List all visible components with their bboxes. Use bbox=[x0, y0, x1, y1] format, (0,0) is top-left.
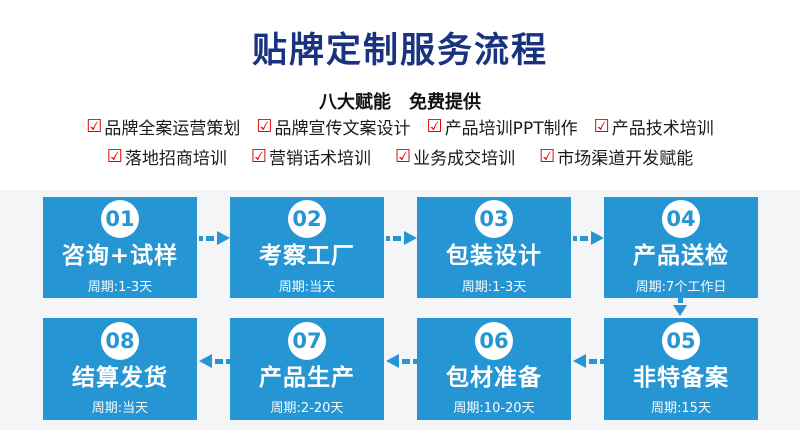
step-number-badge: 08 bbox=[101, 321, 139, 360]
step-period: 周期:1-3天 bbox=[87, 279, 153, 295]
benefit-item: ☑ 市场渠道开发赋能 bbox=[539, 144, 693, 169]
step-number: 02 bbox=[292, 207, 322, 232]
arrow-right-icon bbox=[199, 231, 230, 245]
benefit-label: 品牌宣传文案设计 bbox=[274, 119, 411, 139]
flow-section: 01 咨询+试样 周期:1-3天 02 考察工厂 周期:当天 03 包装设计 周… bbox=[0, 190, 800, 430]
step-number-badge: 01 bbox=[101, 200, 139, 239]
arrow-left-icon bbox=[386, 354, 417, 368]
benefit-item: ☑ 产品培训PPT制作 bbox=[427, 114, 578, 139]
flow-step-box-05: 05 非特备案 周期:15天 bbox=[604, 318, 758, 420]
step-label: 考察工厂 bbox=[259, 243, 355, 270]
checkbox-icon: ☑ bbox=[86, 115, 103, 137]
benefit-item: ☑ 业务成交培训 bbox=[395, 144, 515, 169]
step-label: 咨询+试样 bbox=[61, 243, 179, 270]
step-label: 结算发货 bbox=[72, 364, 168, 391]
step-period: 周期:当天 bbox=[278, 279, 336, 295]
checkbox-icon: ☑ bbox=[426, 115, 443, 137]
step-period: 周期:7个工作日 bbox=[635, 279, 727, 295]
step-number: 03 bbox=[479, 207, 509, 232]
arrow-right-icon bbox=[386, 231, 417, 245]
benefit-label: 品牌全案运营策划 bbox=[104, 119, 241, 139]
benefit-label: 落地招商培训 bbox=[124, 149, 227, 169]
flow-step-box-03: 03 包装设计 周期:1-3天 bbox=[417, 197, 571, 298]
flow-step-box-08: 08 结算发货 周期:当天 bbox=[43, 318, 197, 420]
checkbox-icon: ☑ bbox=[593, 115, 610, 137]
step-number: 05 bbox=[666, 328, 696, 353]
step-period: 周期:当天 bbox=[91, 401, 149, 417]
flow-step-box-01: 01 咨询+试样 周期:1-3天 bbox=[43, 197, 197, 298]
flow-step-box-02: 02 考察工厂 周期:当天 bbox=[230, 197, 384, 298]
benefit-item: ☑ 品牌全案运营策划 bbox=[86, 114, 240, 139]
step-period: 周期:1-3天 bbox=[461, 279, 527, 295]
step-number-badge: 07 bbox=[288, 321, 326, 360]
benefit-item: ☑ 产品技术培训 bbox=[594, 114, 714, 139]
step-period: 周期:2-20天 bbox=[270, 401, 344, 417]
step-label: 非特备案 bbox=[633, 364, 729, 391]
benefit-label: 产品技术培训 bbox=[611, 119, 714, 139]
step-label: 包材准备 bbox=[446, 364, 542, 391]
benefits-row-1: ☑ 品牌全案运营策划 ☑ 品牌宣传文案设计 ☑ 产品培训PPT制作 ☑ 产品技术… bbox=[0, 114, 800, 139]
step-label: 包装设计 bbox=[446, 243, 542, 270]
step-number-badge: 04 bbox=[662, 200, 700, 239]
step-number-badge: 05 bbox=[662, 321, 700, 360]
benefit-label: 产品培训PPT制作 bbox=[444, 119, 578, 139]
step-number-badge: 06 bbox=[475, 321, 513, 360]
step-number: 07 bbox=[292, 328, 322, 353]
step-period: 周期:10-20天 bbox=[453, 401, 535, 417]
step-label: 产品送检 bbox=[633, 243, 729, 270]
checkbox-icon: ☑ bbox=[106, 145, 123, 167]
step-number: 06 bbox=[479, 328, 509, 353]
arrow-left-icon bbox=[573, 354, 604, 368]
checkbox-icon: ☑ bbox=[539, 145, 556, 167]
flow-step-box-06: 06 包材准备 周期:10-20天 bbox=[417, 318, 571, 420]
step-number-badge: 02 bbox=[288, 200, 326, 239]
benefit-label: 业务成交培训 bbox=[413, 149, 516, 169]
benefits-row-2: ☑ 落地招商培训 ☑ 营销话术培训 ☑ 业务成交培训 ☑ 市场渠道开发赋能 bbox=[0, 144, 800, 169]
arrow-right-icon bbox=[573, 231, 604, 245]
flow-step-box-04: 04 产品送检 周期:7个工作日 bbox=[604, 197, 758, 298]
checkbox-icon: ☑ bbox=[395, 145, 412, 167]
arrow-down-icon bbox=[673, 292, 687, 316]
flow-step-box-07: 07 产品生产 周期:2-20天 bbox=[230, 318, 384, 420]
benefit-label: 市场渠道开发赋能 bbox=[557, 149, 694, 169]
step-number: 01 bbox=[105, 207, 135, 232]
checkbox-icon: ☑ bbox=[256, 115, 273, 137]
step-period: 周期:15天 bbox=[651, 401, 711, 417]
benefit-item: ☑ 品牌宣传文案设计 bbox=[256, 114, 410, 139]
step-number-badge: 03 bbox=[475, 200, 513, 239]
benefit-item: ☑ 营销话术培训 bbox=[251, 144, 371, 169]
benefit-item: ☑ 落地招商培训 bbox=[107, 144, 227, 169]
step-number: 08 bbox=[105, 328, 135, 353]
benefit-label: 营销话术培训 bbox=[269, 149, 371, 169]
checkbox-icon: ☑ bbox=[250, 145, 267, 167]
page-title: 贴牌定制服务流程 bbox=[251, 31, 548, 71]
subtitle: 八大赋能 免费提供 bbox=[319, 92, 481, 113]
step-label: 产品生产 bbox=[259, 364, 355, 391]
step-number: 04 bbox=[666, 207, 696, 232]
arrow-left-icon bbox=[199, 354, 230, 368]
